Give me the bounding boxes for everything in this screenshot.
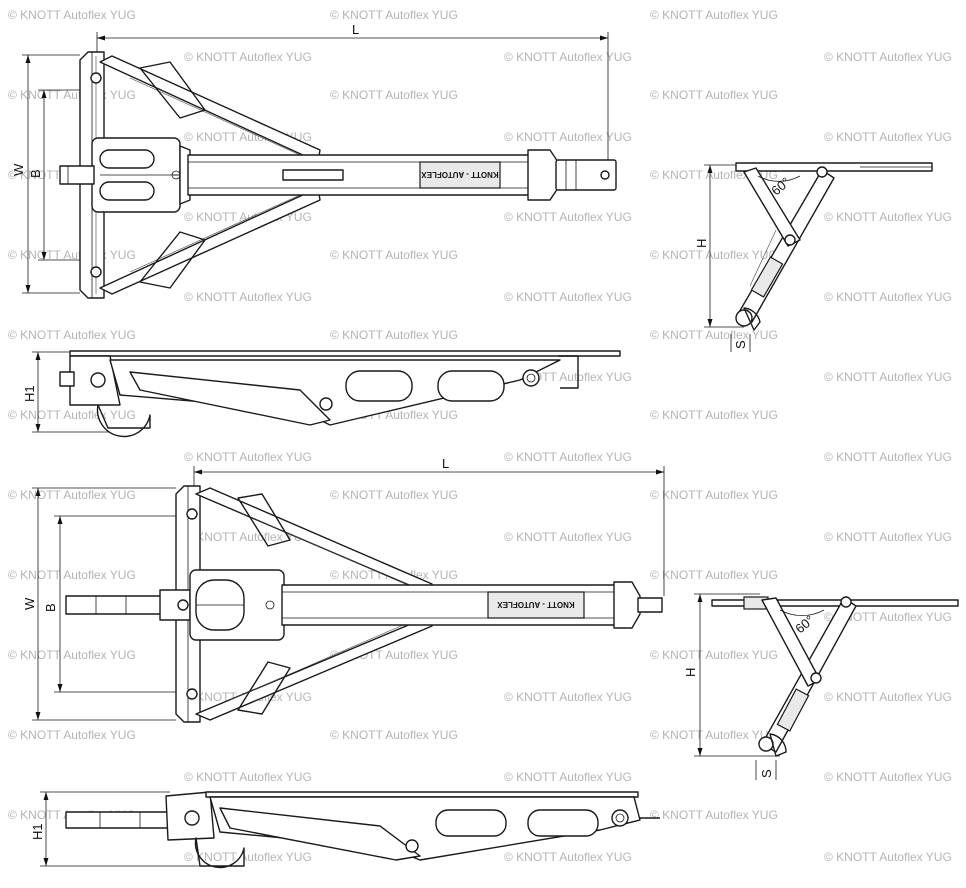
watermark-text: © KNOTT Autoflex YUG [824,770,952,784]
watermark-text: © KNOTT Autoflex YUG [184,530,312,544]
watermark-text: © KNOTT Autoflex YUG [330,488,458,502]
watermark-text: © KNOTT Autoflex YUG [184,850,312,864]
watermark-text: © KNOTT Autoflex YUG [824,610,952,624]
watermark-text: © KNOTT Autoflex YUG [650,328,778,342]
watermark-text: © KNOTT Autoflex YUG [824,130,952,144]
dim-label-W: W [11,163,26,176]
angle-label-lower: 60° [792,612,817,636]
watermark-text: © KNOTT Autoflex YUG [650,88,778,102]
watermark-text: © KNOTT Autoflex YUG [650,488,778,502]
watermark-text: © KNOTT Autoflex YUG [8,488,136,502]
watermark-text: © KNOTT Autoflex YUG [184,50,312,64]
dim-label-W-lower: W [22,597,37,610]
top-view-upper: L W B [11,22,617,299]
dim-label-H1-upper: H1 [22,385,37,402]
watermark-text: © KNOTT Autoflex YUG [184,450,312,464]
watermark-text: © KNOTT Autoflex YUG [824,50,952,64]
watermark-text: © KNOTT Autoflex YUG [824,850,952,864]
watermark-text: © KNOTT Autoflex YUG [504,690,632,704]
watermark-text: © KNOTT Autoflex YUG [504,50,632,64]
watermark-text: © KNOTT Autoflex YUG [184,290,312,304]
watermark-text: © KNOTT Autoflex YUG [8,8,136,22]
dim-label-H-lower: H [683,668,698,677]
plate-text-upper: KNOTT - AUTOFLEX [421,170,499,179]
watermark-text: © KNOTT Autoflex YUG [824,530,952,544]
watermark-text: © KNOTT Autoflex YUG [330,728,458,742]
dim-label-H1-lower: H1 [30,823,45,840]
watermark-text: © KNOTT Autoflex YUG [824,450,952,464]
watermark-text: © KNOTT Autoflex YUG [8,648,136,662]
watermark-text: © KNOTT Autoflex YUG [504,530,632,544]
side-view-lower: H S 60° [683,593,959,780]
watermark-text: © KNOTT Autoflex YUG [330,8,458,22]
watermark-text: © KNOTT Autoflex YUG [504,290,632,304]
dim-label-H-upper: H [694,239,709,248]
top-view-lower: L W B [22,456,665,723]
dim-label-B: B [28,169,43,178]
watermark-text: © KNOTT Autoflex YUG [8,328,136,342]
dim-label-L: L [352,22,359,37]
watermark-text: © KNOTT Autoflex YUG [650,648,778,662]
watermark-text: © KNOTT Autoflex YUG [824,690,952,704]
side-view-upper: H S 60° [694,162,933,352]
watermark-text: © KNOTT Autoflex YUG [650,568,778,582]
watermark-text: © KNOTT Autoflex YUG [330,248,458,262]
watermark-text: © KNOTT Autoflex YUG [504,450,632,464]
dim-label-S-lower: S [759,769,774,778]
watermark-text: © KNOTT Autoflex YUG [824,290,952,304]
watermark-text: © KNOTT Autoflex YUG [504,770,632,784]
watermark-text: © KNOTT Autoflex YUG [650,408,778,422]
elevation-lower: H1 [30,791,660,869]
dim-label-B-lower: B [43,603,58,612]
watermark-text: © KNOTT Autoflex YUG [650,728,778,742]
watermark-text: © KNOTT Autoflex YUG [824,370,952,384]
watermark-text: © KNOTT Autoflex YUG [8,728,136,742]
watermark-text: © KNOTT Autoflex YUG [650,808,778,822]
dim-label-S-upper: S [733,340,748,349]
watermark-text: © KNOTT Autoflex YUG [504,850,632,864]
watermark-text: © KNOTT Autoflex YUG [330,88,458,102]
watermark-text: © KNOTT Autoflex YUG [330,328,458,342]
plate-text-lower: KNOTT - AUTOFLEX [497,600,575,609]
dim-label-L-lower: L [442,456,449,471]
watermark-text: © KNOTT Autoflex YUG [650,8,778,22]
watermark-text: © KNOTT Autoflex YUG [504,210,632,224]
watermark-text: © KNOTT Autoflex YUG [504,130,632,144]
watermark-text: © KNOTT Autoflex YUG [8,568,136,582]
watermark-text: © KNOTT Autoflex YUG [824,210,952,224]
watermark-text: © KNOTT Autoflex YUG [184,770,312,784]
elevation-upper: H1 [22,350,621,438]
watermark-text: © KNOTT Autoflex YUG [650,248,778,262]
